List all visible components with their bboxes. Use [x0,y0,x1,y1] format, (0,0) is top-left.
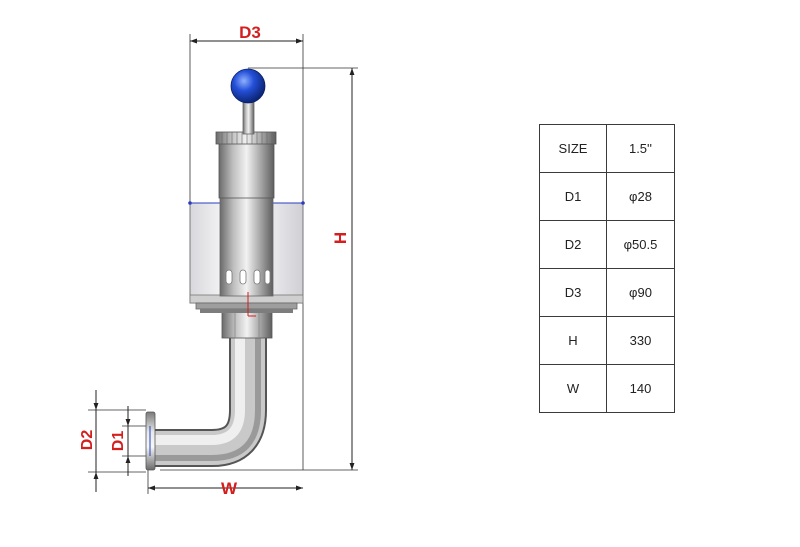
extension-lines [88,34,358,494]
stem [242,97,255,135]
spec-value: 330 [606,316,675,365]
hex-nut [221,311,273,339]
spec-key: D2 [539,220,607,269]
valve-body [219,195,274,317]
spec-key: D1 [539,172,607,221]
spec-value: φ28 [606,172,675,221]
table-row: D1 φ28 [539,172,675,221]
spec-value: 1.5'' [606,124,675,173]
spec-value: φ90 [606,268,675,317]
table-row: W 140 [539,364,675,413]
bonnet [215,131,277,199]
table-row: D3 φ90 [539,268,675,317]
spec-table: SIZE 1.5'' D1 φ28 D2 φ50.5 D3 φ90 H 330 … [539,124,675,413]
dimension-label-d3: D3 [239,23,261,42]
dimension-label-d1: D1 [110,431,127,452]
elbow-pipe [150,338,267,467]
dimension-label-d2: D2 [79,430,96,451]
spec-value: φ50.5 [606,220,675,269]
spec-key: W [539,364,607,413]
table-row: SIZE 1.5'' [539,124,675,173]
dimension-lines [93,38,355,492]
dimension-label-w: W [221,479,238,498]
spec-key: SIZE [539,124,607,173]
spec-key: D3 [539,268,607,317]
ferrule-flange [145,411,156,471]
table-row: H 330 [539,316,675,365]
blue-knob [230,68,266,104]
spec-value: 140 [606,364,675,413]
table-row: D2 φ50.5 [539,220,675,269]
spec-key: H [539,316,607,365]
dimension-label-h: H [331,232,350,244]
